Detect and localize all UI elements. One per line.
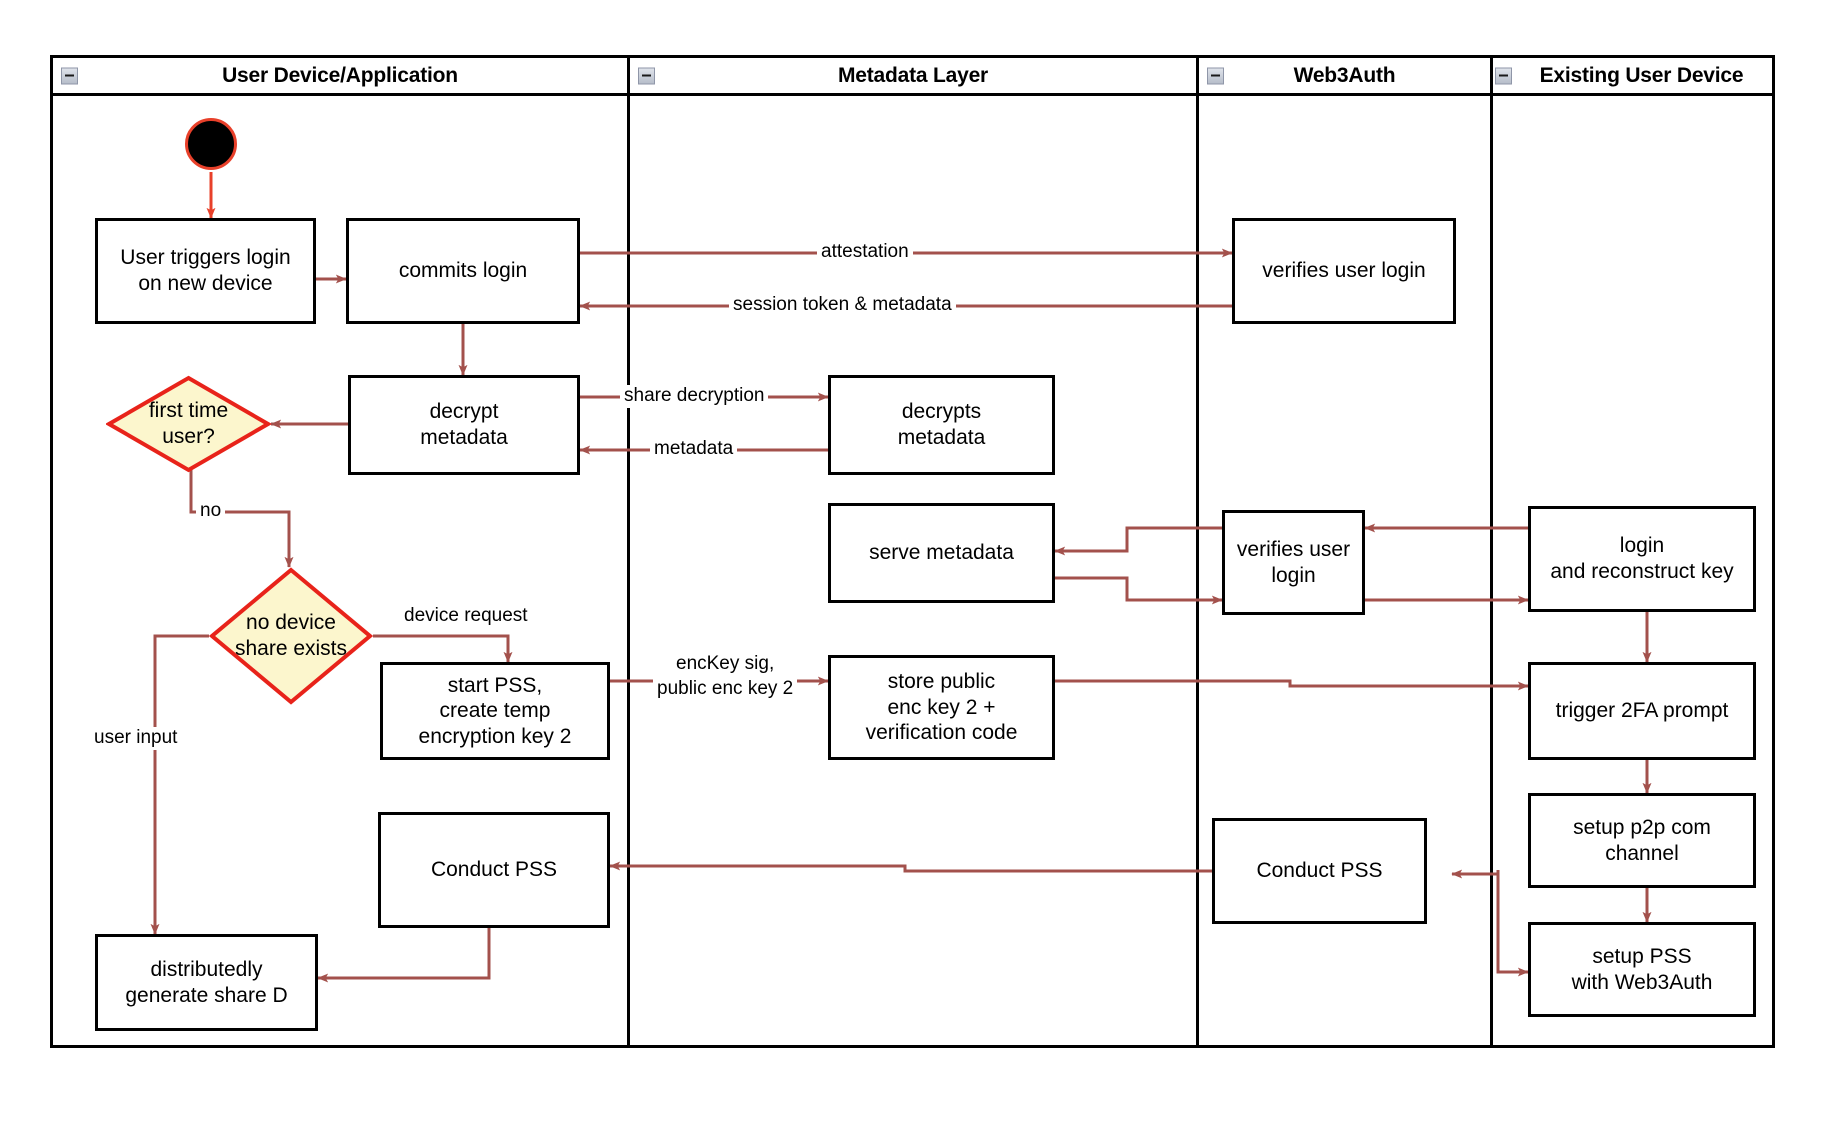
node-distributedly-generate-share-d[interactable]: distributedly generate share D: [95, 934, 318, 1031]
lane-body-metadata-layer: [627, 96, 1196, 1048]
swimlane-pool: User Device/Application Metadata Layer W…: [50, 55, 1775, 1048]
node-label: verifies user login: [1262, 259, 1426, 283]
node-decrypts-metadata[interactable]: decrypts metadata: [828, 375, 1055, 475]
minus-icon[interactable]: [61, 67, 78, 84]
node-login-and-reconstruct-key[interactable]: login and reconstruct key: [1528, 506, 1756, 612]
minus-icon[interactable]: [1495, 67, 1512, 84]
node-label: login and reconstruct key: [1550, 534, 1734, 583]
node-decrypt-metadata[interactable]: decrypt metadata: [348, 375, 580, 475]
node-label: start PSS, create temp encryption key 2: [418, 673, 572, 748]
minus-icon[interactable]: [638, 67, 655, 84]
node-start-pss-create-temp-key[interactable]: start PSS, create temp encryption key 2: [380, 662, 610, 760]
lane-header-metadata-layer[interactable]: Metadata Layer: [627, 58, 1196, 93]
lane-body-existing-user-device: [1490, 96, 1772, 1048]
edge-label-share-decryption: share decryption: [620, 385, 769, 408]
node-store-public-enc-key-2[interactable]: store public enc key 2 + verification co…: [828, 655, 1055, 760]
lane-header-web3auth[interactable]: Web3Auth: [1196, 58, 1490, 93]
node-label: serve metadata: [869, 541, 1014, 565]
node-label: store public enc key 2 + verification co…: [865, 670, 1018, 745]
node-setup-pss-with-web3auth[interactable]: setup PSS with Web3Auth: [1528, 922, 1756, 1017]
node-label: no device share exists: [234, 611, 348, 660]
node-label: decrypt metadata: [420, 400, 508, 449]
node-label: commits login: [398, 259, 528, 283]
node-verifies-user-login-2[interactable]: verifies user login: [1222, 510, 1365, 615]
node-label: Conduct PSS: [1256, 859, 1383, 883]
edge-label-device-request: device request: [400, 605, 532, 628]
diamond-shape: [209, 567, 373, 705]
node-label: User triggers login on new device: [120, 246, 291, 295]
node-conduct-pss-user[interactable]: Conduct PSS: [378, 812, 610, 928]
lane-title-metadata-layer: Metadata Layer: [837, 63, 989, 87]
node-setup-p2p-com-channel[interactable]: setup p2p com channel: [1528, 793, 1756, 888]
node-label: Conduct PSS: [430, 858, 558, 882]
start-node: [185, 118, 237, 170]
lane-title-existing-user-device: Existing User Device: [1539, 63, 1744, 87]
node-label: verifies user login: [1236, 537, 1351, 587]
lane-header-existing-user-device[interactable]: Existing User Device: [1490, 58, 1772, 93]
node-label: first time user?: [148, 399, 229, 448]
lane-body-web3auth: [1196, 96, 1490, 1048]
node-verifies-user-login-1[interactable]: verifies user login: [1232, 218, 1456, 324]
edge-label-no: no: [196, 500, 226, 523]
lane-title-user-device: User Device/Application: [222, 63, 458, 87]
node-label: setup p2p com channel: [1573, 815, 1711, 865]
diamond-shape: [106, 375, 271, 473]
lane-title-web3auth: Web3Auth: [1293, 63, 1396, 87]
swimlane-header-row: User Device/Application Metadata Layer W…: [53, 58, 1772, 96]
node-user-triggers-login[interactable]: User triggers login on new device: [95, 218, 316, 324]
edge-label-user-input: user input: [90, 727, 182, 750]
edge-label-session-token-metadata: session token & metadata: [729, 294, 956, 317]
node-label: decrypts metadata: [897, 400, 986, 449]
node-label: setup PSS with Web3Auth: [1571, 944, 1713, 994]
node-first-time-user[interactable]: first time user?: [106, 375, 271, 473]
minus-icon[interactable]: [1207, 67, 1224, 84]
edge-label-attestation: attestation: [817, 241, 913, 264]
edge-label-metadata: metadata: [650, 438, 738, 461]
node-commits-login[interactable]: commits login: [346, 218, 580, 324]
node-conduct-pss-web3auth[interactable]: Conduct PSS: [1212, 818, 1427, 924]
node-no-device-share-exists[interactable]: no device share exists: [209, 567, 373, 705]
node-label: trigger 2FA prompt: [1555, 699, 1729, 723]
edge-label-enckey-sig: encKey sig, public enc key 2: [653, 652, 798, 702]
node-serve-metadata[interactable]: serve metadata: [828, 503, 1055, 603]
node-trigger-2fa-prompt[interactable]: trigger 2FA prompt: [1528, 662, 1756, 760]
node-label: distributedly generate share D: [125, 957, 288, 1007]
lane-header-user-device[interactable]: User Device/Application: [53, 58, 627, 93]
